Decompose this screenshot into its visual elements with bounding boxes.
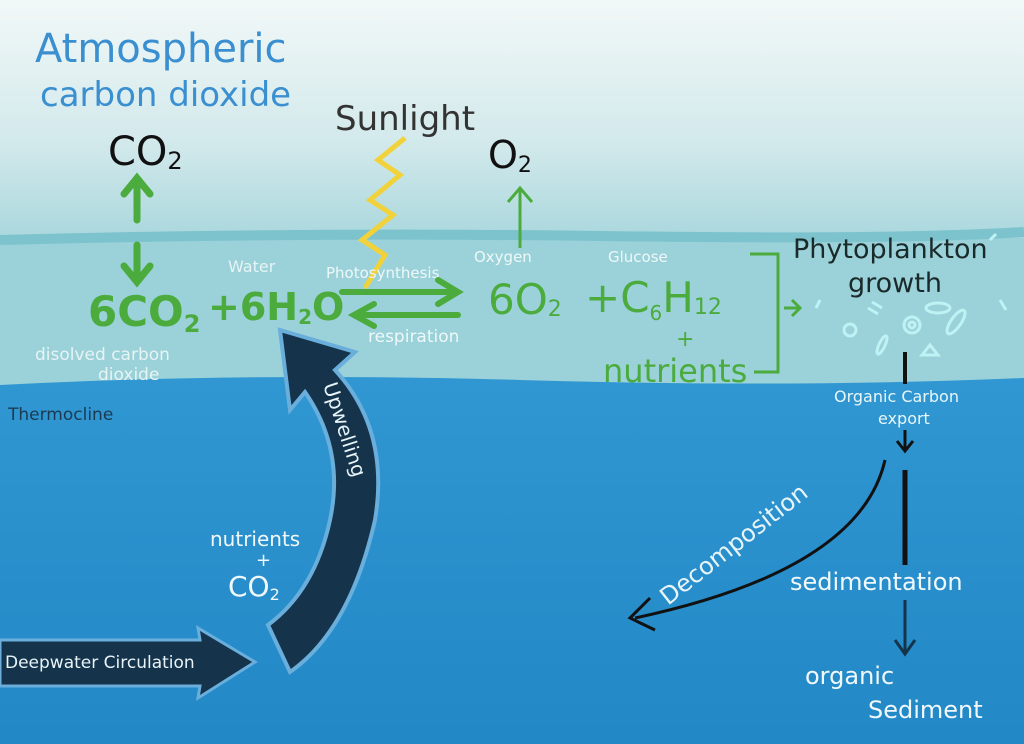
- nutrients-co2-plus: +: [256, 550, 271, 571]
- respiration-arrow-icon: [347, 301, 461, 329]
- export-label-1: Organic Carbon: [834, 387, 959, 406]
- oxygen-arrow-up-icon: [506, 185, 534, 248]
- deepwater-label: Deepwater Circulation: [5, 653, 195, 673]
- nutrients-co2-label-1: nutrients: [210, 527, 300, 551]
- atmospheric-o2: O2: [488, 133, 532, 178]
- nutrients-co2-label-2: CO2: [228, 570, 280, 604]
- title-line1: Atmospheric: [35, 26, 287, 72]
- product-o2: 6O2: [488, 275, 562, 324]
- plus-sign: +: [676, 327, 694, 352]
- arrow-down-icon: [120, 241, 154, 288]
- nutrients-label: nutrients: [603, 352, 747, 390]
- sunlight-label: Sunlight: [335, 99, 475, 139]
- respiration-label: respiration: [368, 327, 459, 347]
- phytoplankton-label-1: Phytoplankton: [793, 234, 988, 265]
- surface-water: [0, 238, 1024, 388]
- dissolved-label-2: dioxide: [98, 365, 159, 385]
- sky-background: [0, 0, 1024, 240]
- sediment-arrow-down-icon: [893, 600, 917, 657]
- decomposition-arrow-icon: [627, 459, 887, 632]
- to-phytoplankton-arrow-icon: [784, 298, 803, 318]
- phytoplankton-label-2: growth: [848, 268, 942, 299]
- dissolved-label-1: disolved carbon: [35, 345, 170, 365]
- deepwater-circulation-arrow-icon: [0, 625, 258, 702]
- sedimentation-label: sedimentation: [790, 568, 963, 596]
- oxygen-label: Oxygen: [474, 248, 532, 266]
- atmospheric-co2: CO2: [108, 129, 183, 175]
- sunlight-zigzag-icon: [357, 136, 407, 290]
- phytoplankton-icons: [814, 232, 1008, 357]
- water-label: Water: [228, 257, 276, 276]
- deep-water: [0, 376, 1024, 744]
- arrow-up-icon: [120, 172, 154, 224]
- title-line2: carbon dioxide: [40, 75, 291, 115]
- export-arrow-down-icon: [895, 430, 915, 454]
- export-label-2: export: [878, 409, 930, 428]
- thermocline-label: Thermocline: [7, 405, 113, 425]
- reactant-co2: 6CO2: [88, 287, 200, 338]
- sediment-label-1: organic: [805, 662, 894, 690]
- upwelling-arrow-icon: [265, 327, 381, 676]
- product-glucose: +C6H12: [585, 273, 722, 325]
- photosynthesis-label: Photosynthesis: [326, 264, 440, 282]
- glucose-label: Glucose: [608, 248, 668, 266]
- reactant-h2o: +6H2O: [208, 285, 344, 329]
- photosynthesis-arrow-icon: [339, 277, 464, 307]
- sediment-label-2: Sediment: [868, 696, 983, 724]
- surface-line: [0, 227, 1024, 245]
- bracket-icon: [750, 252, 780, 374]
